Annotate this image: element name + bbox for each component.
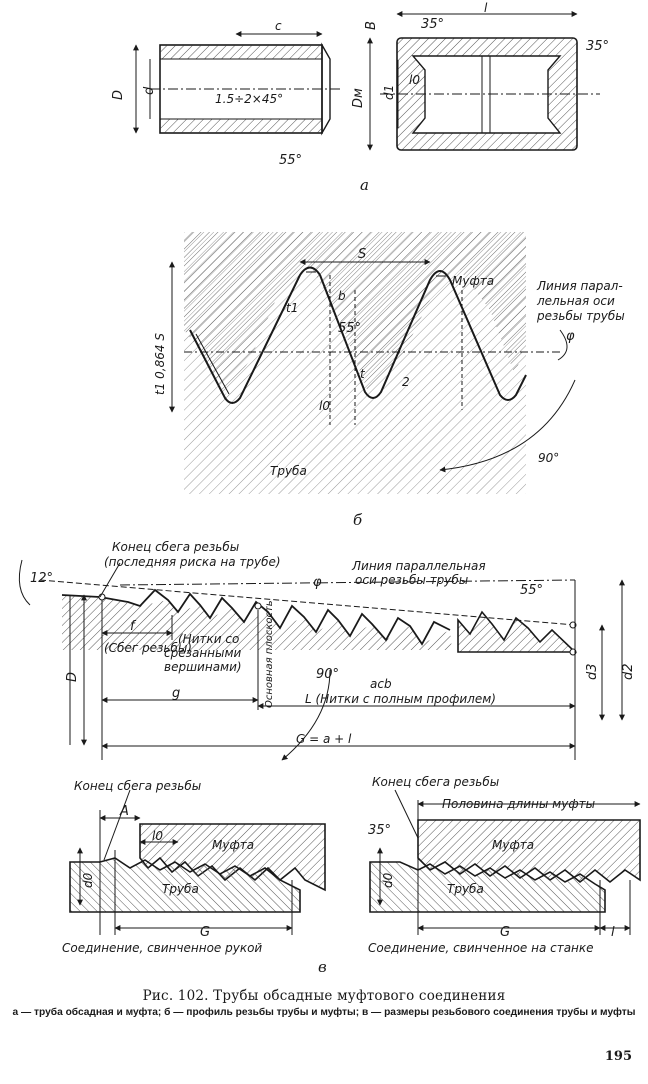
label-angle35: 35° (421, 17, 444, 32)
label-angle90-b: 90° (538, 451, 559, 465)
label-line-1: Линия парал- (536, 279, 623, 293)
label-thread-axis: оси резьбы трубы (355, 573, 468, 587)
label-chamfer: 1.5÷2×45° (215, 92, 283, 106)
label-d0-left: d0 (81, 872, 95, 888)
label-g: g (172, 686, 180, 701)
label-t1: t1 (286, 301, 298, 315)
figure-a: c D d 1.5÷2×45° 55° l 35° 35° B Dм d1 l0… (111, 1, 609, 194)
page-number: 195 (604, 1049, 632, 1064)
label-cut-threads-2: срезанными (164, 646, 242, 660)
label-dim-vertical: t1 0,864 S (153, 333, 167, 395)
label-d2: d2 (621, 663, 636, 680)
label-phi-v: φ (313, 575, 322, 590)
label-cut-threads-1: (Нитки со (178, 632, 239, 646)
label-D-v: D (65, 672, 80, 682)
label-G: G = a + l (296, 732, 352, 746)
label-line-parallel: Линия параллельная (351, 559, 486, 573)
label-b: b (338, 289, 346, 303)
label-last-mark: (последняя риска на трубе) (104, 555, 281, 569)
label-left-title: Конец сбега резьбы (74, 779, 201, 793)
sublabel-a: а (360, 176, 369, 194)
label-pipe-left: Труба (162, 882, 199, 896)
label-line-3: резьбы трубы (536, 309, 625, 323)
label-t: t (360, 367, 366, 381)
label-l0: l0 (409, 73, 420, 87)
label-angle55-v: 55° (520, 583, 543, 598)
label-line-2: лельная оси (536, 294, 615, 308)
figure-b: S Муфта Труба Линия парал- лельная оси р… (153, 232, 625, 529)
label-acb: aсb (370, 677, 392, 691)
label-pipe-b: Труба (270, 464, 307, 478)
label-run-out-end: Конец сбега резьбы (112, 540, 239, 554)
label-l-coupling: l (484, 1, 488, 15)
label-right-caption: Соединение, свинченное на станке (368, 941, 594, 955)
label-f: f (130, 619, 137, 634)
label-d: d (142, 86, 157, 95)
label-right-title: Конец сбега резьбы (372, 775, 499, 789)
label-cut-threads-3: вершинами) (164, 660, 242, 674)
label-angle55: 55° (279, 153, 302, 168)
label-B: B (364, 21, 379, 30)
label-coupling-left: Муфта (212, 838, 254, 852)
label-half: 2 (402, 375, 410, 389)
figure-v-top: Конец сбега резьбы (последняя риска на т… (18, 540, 636, 761)
label-d3: d3 (585, 663, 600, 680)
figure-caption-title: Рис. 102. Трубы обсадные муфтового соеди… (142, 988, 506, 1004)
sublabel-b: б (353, 511, 363, 529)
label-G-left: G (200, 925, 210, 940)
label-D: D (111, 90, 126, 100)
pipe-section (133, 31, 340, 136)
label-phi-b: φ (566, 329, 575, 344)
sublabel-v: в (318, 958, 327, 976)
figure-caption-legend: а — труба обсадная и муфта; б — профиль … (12, 1007, 636, 1018)
label-angle35-right: 35° (368, 823, 391, 838)
label-l: c (275, 19, 282, 33)
label-G-right: G (500, 925, 510, 940)
label-l-right: l (611, 925, 615, 940)
label-d1: d1 (382, 85, 396, 100)
label-angle35-right: 35° (586, 39, 609, 54)
thread-profile (189, 266, 527, 404)
label-angle90-v: 90° (316, 667, 339, 682)
label-half-length: Половина длины муфты (442, 797, 595, 811)
label-angle12: 12° (30, 571, 53, 586)
label-main-plane: Основная плоскость (264, 600, 275, 708)
label-S: S (358, 247, 366, 262)
label-L-full: L (Нитки с полным профилем) (305, 692, 496, 706)
figure-v-bottom-left: Конец сбега резьбы A l0 Муфта Труба d0 G… (62, 779, 326, 955)
label-angle55-b: 55° (338, 321, 361, 336)
label-left-caption: Соединение, свинченное рукой (62, 941, 262, 955)
label-run-out: (Сбег резьбы) (104, 641, 192, 655)
label-A: A (119, 804, 129, 819)
label-l0-left: l0 (152, 829, 163, 843)
figure-v-bottom-right: Конец сбега резьбы Половина длины муфты … (318, 775, 641, 976)
label-l0-b: l0 (319, 399, 330, 413)
label-coupling-right: Муфта (492, 838, 534, 852)
label-Dm: Dм (351, 88, 366, 108)
label-pipe-right: Труба (447, 882, 484, 896)
thread-run-profile (61, 588, 451, 646)
label-coupling-b: Муфта (452, 274, 494, 288)
label-d0-right: d0 (381, 872, 395, 888)
coupling-section (367, 11, 600, 151)
figure-drawings: c D d 1.5÷2×45° 55° l 35° 35° B Dм d1 l0… (18, 1, 641, 976)
